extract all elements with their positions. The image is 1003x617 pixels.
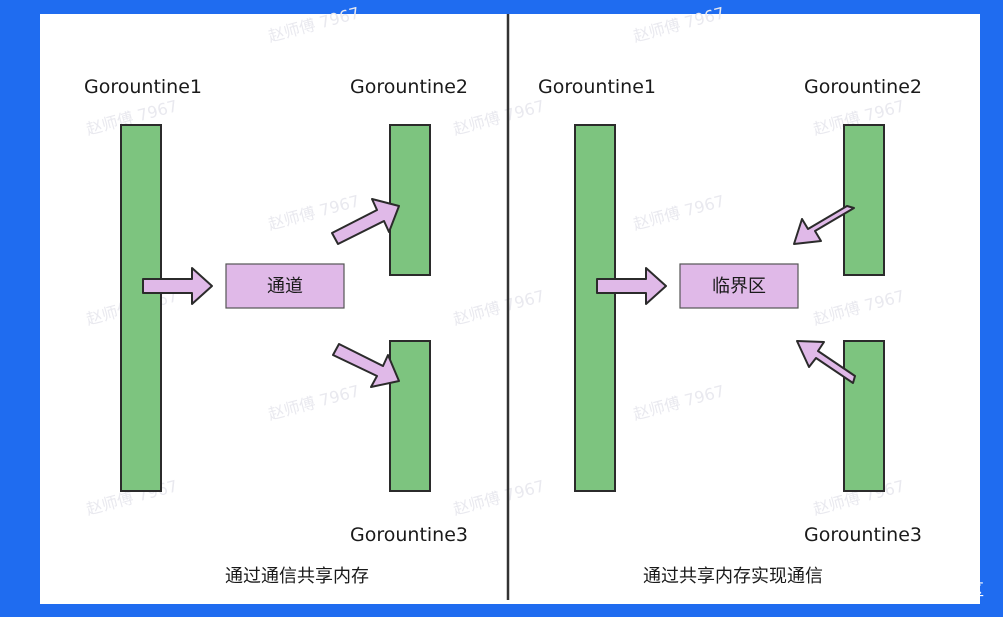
right-arrow-from-goroutine2 [793, 205, 855, 245]
right-goroutine1-bar [574, 124, 616, 492]
critical-section-box [679, 263, 799, 309]
right-goroutine3-label: Gorountine3 [804, 524, 922, 546]
right-goroutine2-bar [843, 124, 885, 276]
channel-box-label: 通道 [267, 276, 303, 297]
left-goroutine3-label: Gorountine3 [350, 524, 468, 546]
right-arrow-from-goroutine3 [796, 340, 856, 384]
diagram-panel [40, 14, 980, 604]
channel-box [225, 263, 345, 309]
left-diagram: Gorountine1 Gorountine2 Gorountine3 通道 通… [84, 76, 468, 587]
left-goroutine1-bar [120, 124, 162, 492]
right-caption: 通过共享内存实现通信 [643, 566, 823, 587]
left-arrow-to-channel [142, 267, 213, 305]
left-arrow-to-goroutine2 [331, 198, 400, 245]
critical-section-box-label: 临界区 [712, 276, 766, 297]
left-goroutine1-label: Gorountine1 [84, 76, 202, 98]
right-goroutine2-label: Gorountine2 [804, 76, 922, 98]
left-goroutine2-label: Gorountine2 [350, 76, 468, 98]
right-goroutine1-label: Gorountine1 [538, 76, 656, 98]
right-diagram: Gorountine1 Gorountine2 Gorountine3 临界区 … [538, 76, 922, 587]
left-arrow-to-goroutine3 [332, 343, 400, 388]
left-caption: 通过通信共享内存 [225, 566, 369, 587]
right-arrow-to-critical-section [596, 267, 667, 305]
site-credit: @稀土掘金技术社区 [840, 580, 984, 599]
left-goroutine3-bar [389, 340, 431, 492]
left-goroutine2-bar [389, 124, 431, 276]
right-goroutine3-bar [843, 340, 885, 492]
